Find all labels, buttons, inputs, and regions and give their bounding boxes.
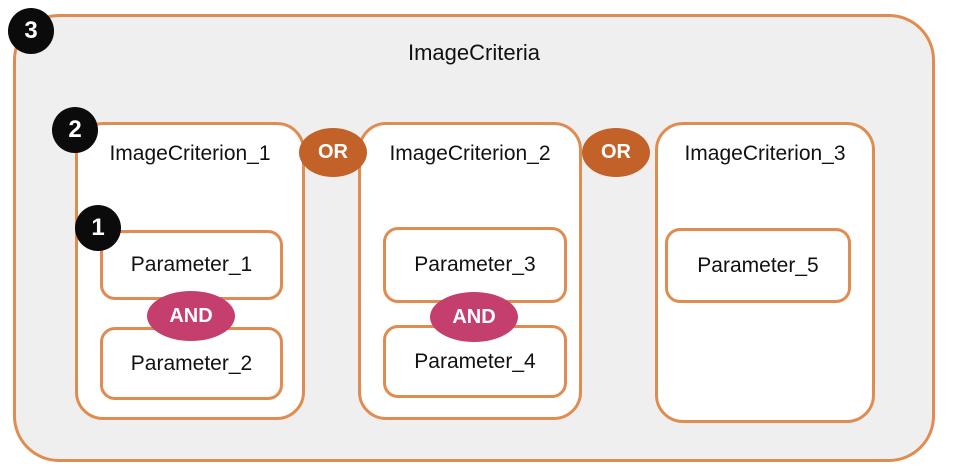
parameter-5-label: Parameter_5 — [697, 253, 819, 277]
step-marker-1: 1 — [75, 205, 121, 251]
parameter-2-label: Parameter_2 — [130, 351, 253, 375]
parameter-1-box: Parameter_1 — [100, 230, 283, 300]
parameter-3-label: Parameter_3 — [414, 253, 536, 276]
parameter-5-box: Parameter_5 — [665, 228, 851, 303]
image-criterion-2-label: ImageCriterion_2 — [389, 142, 551, 165]
parameter-1-label: Parameter_1 — [130, 253, 253, 276]
parameter-4-label: Parameter_4 — [414, 349, 536, 373]
image-criteria-title: ImageCriteria — [407, 40, 541, 65]
or-operator-badge-2: OR — [582, 128, 650, 177]
image-criterion-1-label: ImageCriterion_1 — [109, 142, 271, 165]
and-operator-badge-1: AND — [147, 291, 235, 341]
and-operator-badge-2: AND — [430, 292, 518, 342]
or-operator-badge-1: OR — [299, 128, 367, 177]
step-marker-2: 2 — [52, 107, 98, 153]
step-marker-3: 3 — [8, 8, 54, 54]
image-criterion-3-label: ImageCriterion_3 — [684, 142, 846, 165]
